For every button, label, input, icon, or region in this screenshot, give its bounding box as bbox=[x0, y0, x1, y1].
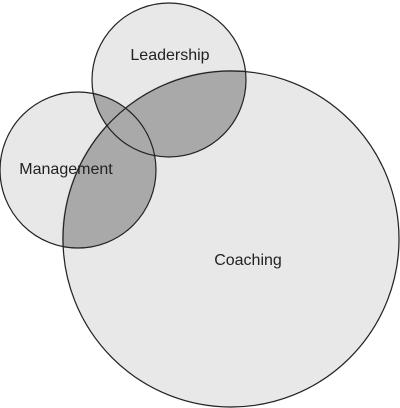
label-leadership: Leadership bbox=[130, 47, 209, 64]
label-management: Management bbox=[19, 161, 113, 178]
circle-management-outline bbox=[0, 91, 157, 249]
overlap-leadership-management bbox=[92, 92, 156, 157]
overlap-management-coaching bbox=[62, 92, 156, 248]
circle-coaching-outline bbox=[62, 70, 400, 408]
circle-leadership-outline bbox=[91, 2, 247, 158]
label-coaching: Coaching bbox=[214, 252, 282, 269]
